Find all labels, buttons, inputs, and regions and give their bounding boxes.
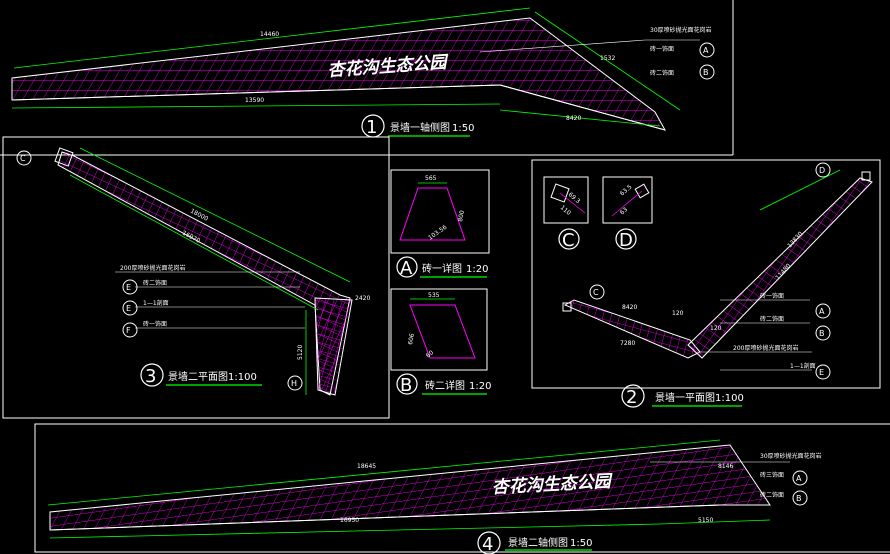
detail-c-letter: C	[562, 230, 575, 251]
view3-dim-2: 5120	[297, 345, 304, 360]
view1-dim-top: 14460	[260, 31, 279, 38]
detail-a-dim-1: 800	[457, 210, 466, 223]
detail-b-scale: 1:20	[469, 381, 491, 392]
view1-note-1: 砖一饰面	[650, 45, 674, 53]
view4-dim-right-a: 8146	[718, 463, 733, 470]
view2-title: 景墙一平面图	[655, 391, 715, 404]
view3-note-2: 1—1剖面	[143, 299, 169, 307]
view2-marker-e: E	[819, 368, 824, 377]
view3-scale: 1:100	[228, 372, 257, 383]
view1-dim-right-a: 1532	[600, 55, 615, 62]
view3-plan: C 18000 16970 5120 2420 200厚喷砂抛光面花岗岩 砖二饰…	[2, 136, 390, 419]
detail-a-title: 砖一详图	[422, 262, 462, 275]
view3-marker-f: F	[126, 326, 131, 335]
view1-dim-bottom: 13590	[245, 97, 264, 104]
view1-number: 1	[366, 117, 377, 138]
detail-b-dim-0: 535	[428, 292, 440, 299]
view4-dim-top: 18645	[357, 463, 376, 470]
detail-a-scale: 1:20	[466, 264, 488, 275]
view4-scale: 1:50	[570, 538, 592, 549]
view2-scale: 1:100	[715, 393, 744, 404]
view2-note-3: 1—1剖面	[790, 362, 816, 370]
view4-wall	[49, 444, 771, 531]
view3-marker-e2: E	[126, 304, 131, 313]
view2-note-2: 200厚喷砂抛光面花岗岩	[733, 344, 798, 352]
view4-dim-bottom: 16950	[340, 517, 359, 524]
detail-b-letter: B	[400, 375, 412, 396]
view2-wall-b	[687, 177, 873, 359]
view3-note-3: 砖一饰面	[143, 320, 167, 328]
view1-axonometric: 14460 13590 1532 8420 杏花沟生态公园 30厚喷砂抛光面花岗…	[0, 0, 734, 156]
view3-marker-c: C	[20, 154, 26, 163]
view4-number: 4	[482, 534, 493, 554]
view2-dim-4: 120	[672, 310, 684, 317]
view1-note-2: 砖二饰面	[650, 69, 674, 77]
view2-dim-2: 8420	[622, 304, 637, 311]
view2-number: 2	[626, 387, 637, 408]
view3-wall-b	[314, 297, 353, 396]
view2-marker-a: A	[819, 307, 825, 316]
view1-marker-a: A	[703, 46, 709, 55]
detail-d-dim-1: 63	[619, 206, 629, 216]
view3-note-0: 200厚喷砂抛光面花岗岩	[120, 264, 185, 272]
view2-note-1: 砖二饰面	[760, 315, 784, 323]
detail-d-letter: D	[619, 230, 633, 251]
view2-marker-b: B	[819, 329, 825, 338]
view2-marker-c: C	[593, 288, 599, 297]
view2-dim-3: 7280	[620, 340, 635, 347]
detail-a-dim-2: 103.56	[427, 224, 448, 242]
detail-b-dim-2: 60	[425, 349, 435, 359]
view1-scale: 1:50	[452, 123, 474, 134]
detail-b: 535 606 60 B 砖二详图 1:20	[390, 288, 491, 396]
view2-dim-5: 120	[710, 325, 722, 332]
view1-note-0: 30厚喷砂抛光面花岗岩	[650, 26, 712, 34]
view4-title: 景墙二轴侧图	[508, 536, 568, 549]
view2-plan: 69.3 110 C 63.5 63 D C D 13830 11480 842…	[531, 159, 881, 408]
view3-marker-e1: E	[126, 283, 131, 292]
detail-a-dim-0: 565	[425, 175, 437, 182]
view3-dim-3: 2420	[355, 295, 370, 302]
detail-c-dim-1: 110	[559, 204, 572, 217]
view3-title: 景墙二平面图	[168, 370, 228, 383]
view3-number: 3	[145, 366, 156, 387]
detail-d-dim-0: 63.5	[619, 183, 634, 197]
view3-marker-h: H	[291, 379, 297, 388]
detail-b-dim-1: 606	[407, 333, 416, 346]
view4-dim-right-b: 5150	[698, 517, 713, 524]
detail-b-title: 砖二详图	[425, 379, 465, 392]
view1-marker-b: B	[703, 68, 709, 77]
view4-marker-a: A	[796, 474, 802, 483]
view4-note-0: 30厚喷砂抛光面花岗岩	[760, 452, 822, 460]
view4-marker-b: B	[796, 494, 802, 503]
view1-dim-right-b: 8420	[566, 115, 581, 122]
detail-a: 565 800 103.56 A 砖一详图 1:20	[390, 169, 490, 279]
view3-note-1: 砖二饰面	[143, 279, 167, 287]
view2-marker-d: D	[819, 166, 825, 175]
view1-title: 景墙一轴侧图	[390, 121, 450, 134]
view4-note-2: 砖二饰面	[760, 491, 784, 499]
view4-axonometric: 18645 16950 8146 5150 杏花沟生态公园 30厚喷砂抛光面花岗…	[34, 423, 890, 554]
view2-note-0: 砖一饰面	[760, 292, 784, 300]
detail-a-letter: A	[400, 258, 413, 279]
view4-note-1: 砖三饰面	[760, 471, 784, 479]
detail-c-dim-0: 69.3	[567, 191, 582, 205]
